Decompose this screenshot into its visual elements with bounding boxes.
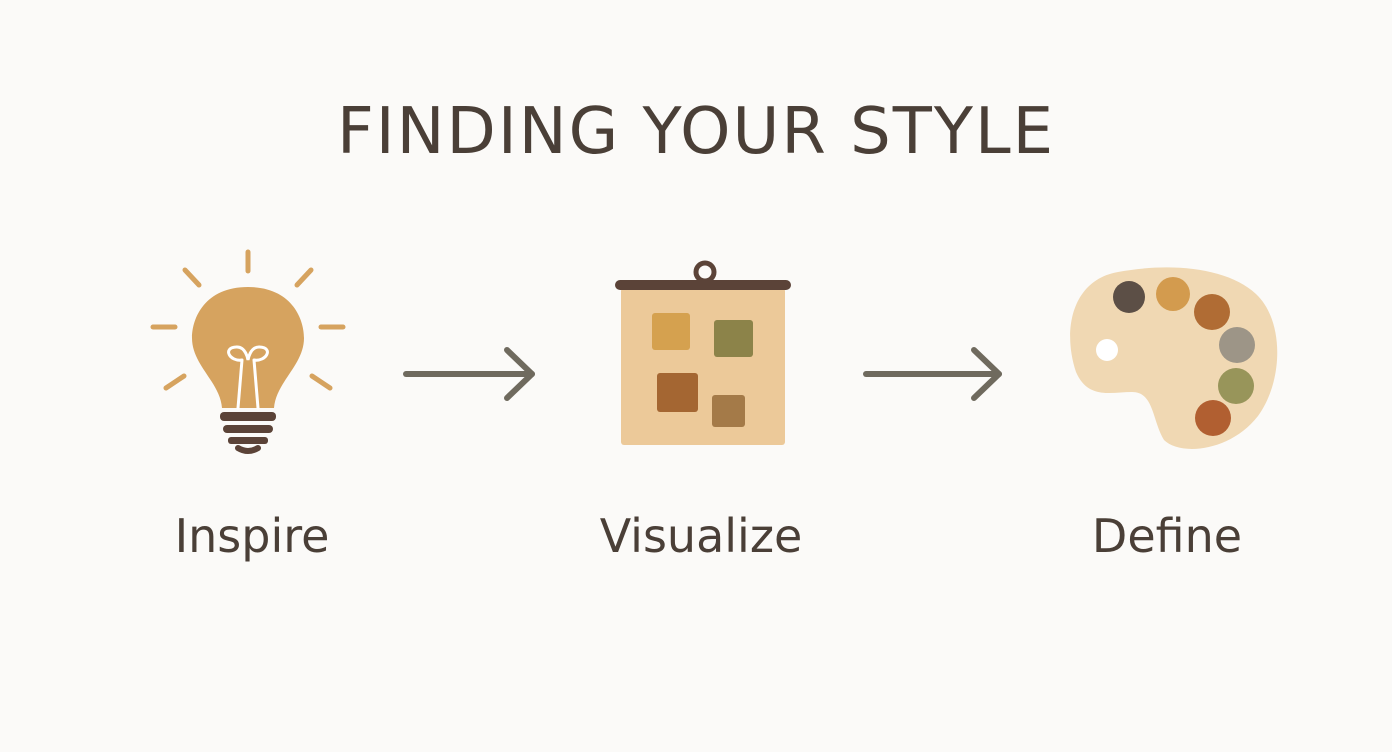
paint-swatch-4 [1219, 327, 1255, 363]
board-swatch-4 [712, 395, 745, 427]
bulb-base-ring-2 [223, 425, 273, 433]
bulb-base-ring-3 [228, 437, 268, 444]
step-label-define: Define [1091, 509, 1243, 563]
step-label-visualize: Visualize [599, 509, 803, 563]
paint-swatch-3 [1194, 294, 1230, 330]
bulb-base-ring-1 [220, 412, 276, 421]
page-title: FINDING YOUR STYLE [336, 95, 1056, 169]
palette-thumb-hole [1096, 339, 1118, 361]
board-swatch-3 [657, 373, 698, 412]
lightbulb-icon [150, 249, 346, 454]
arrow-right-icon [403, 347, 535, 401]
bulb-tip [235, 445, 261, 454]
board-panel [621, 288, 785, 445]
step-label-inspire: Inspire [174, 509, 330, 563]
palette-icon [1070, 267, 1278, 449]
board-hanger [693, 260, 717, 284]
paint-swatch-6 [1195, 400, 1231, 436]
board-rail [615, 280, 791, 290]
light-rays [150, 249, 346, 391]
bulb-filament [227, 345, 269, 410]
board-swatch-1 [652, 313, 690, 350]
paint-swatch-5 [1218, 368, 1254, 404]
bulb-glass [192, 287, 304, 408]
board-swatch-2 [714, 320, 753, 357]
arrow-right-icon [863, 347, 1002, 401]
paint-swatch-2 [1156, 277, 1190, 311]
moodboard-icon [615, 260, 791, 445]
paint-swatch-1 [1113, 281, 1145, 313]
